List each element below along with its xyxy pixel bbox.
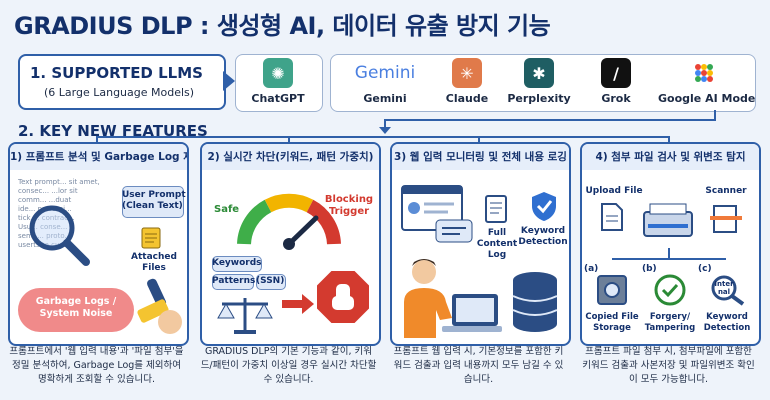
shield-check-icon: [532, 192, 556, 221]
person-at-laptop-icon: [404, 259, 502, 338]
magnifier-icon: [29, 205, 90, 266]
arrow-down-icon: [379, 127, 391, 134]
attached-files-label: Attached Files: [131, 252, 177, 273]
web-monitoring-illustration: Full Content Log Keyword Detection: [392, 170, 569, 342]
database-icon: [512, 272, 558, 332]
full-content-log-label: Full Content Log: [476, 228, 518, 260]
document-icon: [141, 227, 161, 249]
safe-storage-icon: [597, 275, 627, 305]
llm-label: ChatGPT: [251, 92, 305, 105]
feature-card-attachment-scan: 4) 첨부 파일 검사 및 위변조 탐지 Upload File Scanner…: [580, 142, 761, 346]
llm-item-chatgpt: ✺ ChatGPT: [236, 58, 320, 105]
feature-title: 4) 첨부 파일 검사 및 위변조 탐지: [582, 144, 759, 170]
feature-desc: 프롬프트 웹 입력 시, 기본정보를 포함한 키워드 검출과 입력 내용까지 모…: [393, 346, 564, 385]
blocking-trigger-label: Blocking Trigger: [324, 194, 374, 217]
scanner-device-icon: [643, 203, 693, 237]
page-title: GRADIUS DLP : 생성형 AI, 데이터 유출 방지 기능: [14, 12, 551, 40]
chatgpt-icon: ✺: [263, 58, 293, 88]
features-bus-line: [96, 136, 670, 138]
attachment-scan-illustration: Upload File Scanner (a) (b) (c): [582, 170, 759, 342]
copied-file-storage-label: Copied File Storage: [585, 312, 639, 333]
supported-llms-box: 1. SUPPORTED LLMS (6 Large Language Mode…: [18, 54, 226, 110]
internal-label: Inter nal: [714, 280, 734, 296]
llm-item-gemini: Gemini Gemini: [343, 58, 427, 105]
keyword-magnifier-icon: [711, 275, 745, 306]
scanner-label: Scanner: [705, 186, 747, 196]
connector-line: [714, 110, 716, 120]
prompt-analysis-illustration: Text prompt... sit amet,consec... ...lor…: [10, 170, 187, 342]
connector-line: [384, 119, 716, 121]
keywords-label: Keywords: [212, 258, 262, 268]
llm-label: Perplexity: [507, 92, 571, 105]
connector-line: [668, 248, 670, 258]
feature-desc: 프롬프트 파일 첨부 시, 첨부파일에 포함한 키워드 검출과 사본저장 및 파…: [582, 346, 755, 385]
section2-heading: 2. KEY NEW FEATURES: [18, 122, 208, 140]
forgery-tampering-label: Forgery/ Tampering: [644, 312, 696, 333]
grok-icon: /: [601, 58, 631, 88]
keyword-detection-label: Keyword Detection: [518, 226, 568, 247]
feature-title: 3) 웹 입력 모니터링 및 전체 내용 로깅: [392, 144, 569, 170]
user-prompt-label: User Prompt (Clean Text): [122, 190, 186, 211]
claude-icon: ✳: [452, 58, 482, 88]
llm-item-google-ai-mode: Google AI Mode: [658, 58, 756, 105]
feature-title: 1) 프롬프트 분석 및 Garbage Log 제거: [10, 144, 187, 170]
browser-window-icon: [401, 185, 473, 243]
llm-label: Google AI Mode: [658, 92, 756, 105]
patterns-tag: [212, 274, 254, 290]
llm-item-claude: ✳ Claude: [425, 58, 509, 105]
upload-file-label: Upload File: [585, 186, 643, 196]
log-document-icon: [485, 195, 507, 223]
scanned-file-icon: [710, 205, 742, 233]
check-circle-icon: [654, 274, 686, 306]
gemini-logo: Gemini: [354, 63, 416, 83]
connector-line: [96, 136, 98, 143]
feature-desc: 프롬프트에서 '웹 입력 내용'과 '파일 첨부'을 정밀 분석하여, Garb…: [9, 346, 184, 385]
perplexity-icon: ✱: [524, 58, 554, 88]
file-icon: [601, 203, 623, 231]
keyword-detection-label: Keyword Detection: [703, 312, 751, 333]
scales-icon: [217, 298, 273, 334]
feature-card-realtime-block: 2) 실시간 차단(키워드, 패턴 가중치) Safe Blocking Tri…: [200, 142, 381, 346]
connector-line: [384, 119, 386, 129]
arrow-to-stop: [282, 300, 304, 308]
llm-item-grok: / Grok: [574, 58, 658, 105]
branch-c-label: (c): [698, 264, 712, 274]
user-prompt-box: [122, 186, 184, 218]
brush-icon: [137, 278, 182, 334]
connector-line: [478, 136, 480, 143]
garbage-cloud: [18, 288, 134, 332]
garbage-logs-label: Garbage Logs / System Noise: [35, 296, 117, 319]
connector-line: [612, 258, 726, 260]
safe-label: Safe: [214, 204, 240, 215]
branch-a-label: (a): [584, 264, 599, 274]
llm-label: Claude: [445, 92, 489, 105]
ssn-tag: [256, 274, 286, 290]
feature-card-prompt-analysis: 1) 프롬프트 분석 및 Garbage Log 제거 Text prompt.…: [8, 142, 189, 346]
arrow-right-icon: [302, 294, 314, 314]
connector-line: [288, 136, 290, 143]
feature-desc: GRADIUS DLP의 기본 기능과 같이, 키워드/패턴이 가중치 이상일 …: [200, 346, 377, 385]
google-ai-mode-icon: [689, 58, 719, 88]
patterns-label: Patterns: [212, 276, 256, 286]
feature-card-web-monitoring: 3) 웹 입력 모니터링 및 전체 내용 로깅 Full Content Log…: [390, 142, 571, 346]
keywords-tag: [212, 256, 262, 272]
arrow-right-icon: [223, 71, 235, 91]
section1-subheading: (6 Large Language Models): [44, 86, 195, 99]
ssn-label: (SSN): [256, 276, 285, 286]
llm-label: Grok: [601, 92, 631, 105]
connector-line: [668, 136, 670, 143]
llm-label: Gemini: [363, 92, 407, 105]
realtime-block-illustration: Safe Blocking Trigger Keywords Patterns …: [202, 170, 379, 342]
branch-b-label: (b): [642, 264, 657, 274]
llm-item-perplexity: ✱ Perplexity: [497, 58, 581, 105]
gauge-icon: [237, 193, 341, 250]
feature-title: 2) 실시간 차단(키워드, 패턴 가중치): [202, 144, 379, 170]
section1-heading: 1. SUPPORTED LLMS: [30, 64, 203, 82]
stop-hand-icon: [315, 269, 371, 325]
